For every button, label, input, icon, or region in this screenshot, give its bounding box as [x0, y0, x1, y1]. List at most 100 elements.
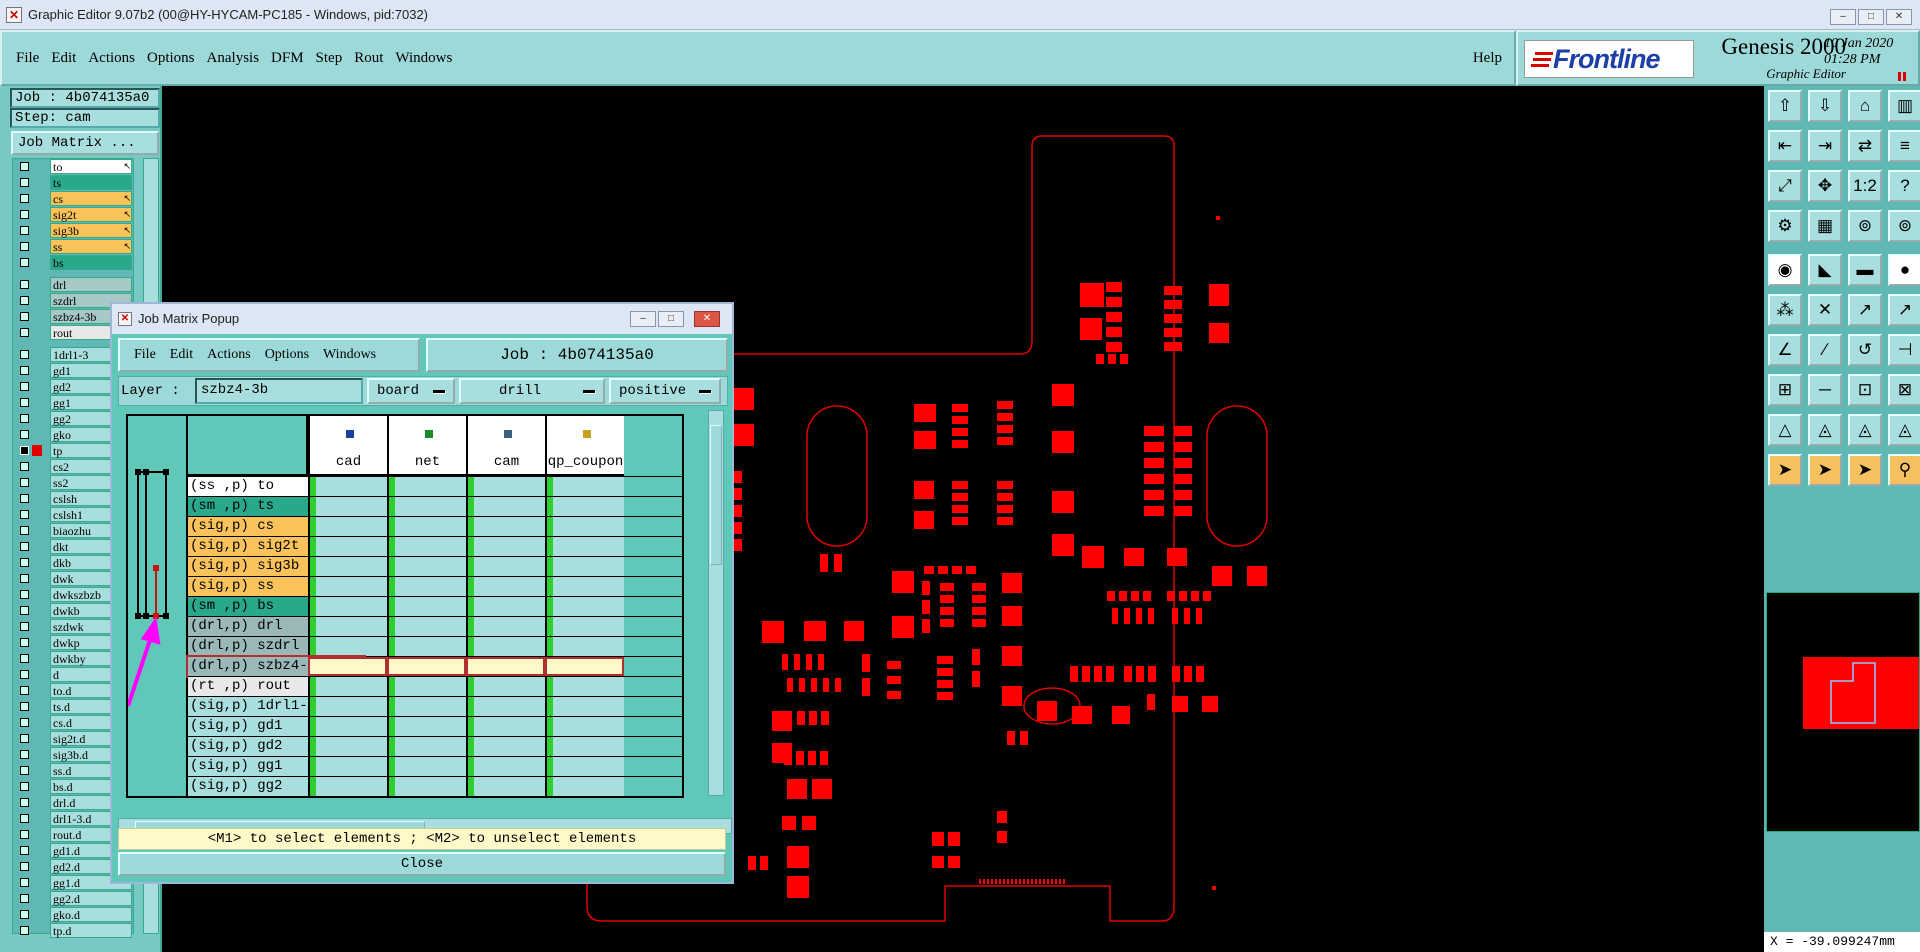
layer-checkbox[interactable]	[20, 382, 29, 391]
matrix-row[interactable]: (drl,p) szbz4-3b	[186, 655, 682, 678]
menu-rout[interactable]: Rout	[354, 49, 384, 66]
layer-checkbox[interactable]	[20, 510, 29, 519]
step-column-net[interactable]: net	[387, 416, 466, 476]
layer-name[interactable]: ts	[50, 175, 132, 190]
matrix-cell[interactable]	[387, 477, 466, 496]
menu-windows[interactable]: Windows	[395, 49, 453, 66]
tool-button[interactable]: ⁂	[1768, 294, 1802, 326]
layer-checkbox[interactable]	[20, 638, 29, 647]
matrix-cell[interactable]	[545, 477, 624, 496]
matrix-cell[interactable]	[308, 737, 387, 756]
layer-row[interactable]: cs↖	[13, 191, 135, 206]
tool-button[interactable]: ▥	[1888, 90, 1920, 122]
layer-checkbox[interactable]	[20, 654, 29, 663]
matrix-cell[interactable]	[545, 597, 624, 616]
tool-button[interactable]: ⇤	[1768, 130, 1802, 162]
layer-row[interactable]: ts	[13, 175, 135, 190]
matrix-cell[interactable]	[387, 717, 466, 736]
overview-minimap[interactable]	[1766, 592, 1920, 832]
matrix-cell[interactable]	[466, 757, 545, 776]
matrix-cell[interactable]	[466, 617, 545, 636]
layer-name[interactable]: ss	[50, 239, 132, 254]
minimize-button[interactable]: –	[1830, 9, 1856, 25]
matrix-cell[interactable]	[308, 557, 387, 576]
context-option[interactable]: board	[367, 378, 455, 404]
layer-checkbox[interactable]	[20, 350, 29, 359]
layer-checkbox[interactable]	[20, 574, 29, 583]
menu-file[interactable]: File	[16, 49, 40, 66]
tool-button[interactable]: ▦	[1808, 210, 1842, 242]
layer-checkbox[interactable]	[20, 414, 29, 423]
tool-button[interactable]: ➤	[1848, 454, 1882, 486]
matrix-cell[interactable]	[545, 737, 624, 756]
close-button-popup[interactable]: Close	[118, 852, 726, 876]
matrix-row[interactable]: (sig,p) gg2	[188, 776, 682, 796]
popup-menu-file[interactable]: File	[134, 347, 156, 362]
menu-options[interactable]: Options	[147, 49, 195, 66]
tool-button[interactable]: ✕	[1808, 294, 1842, 326]
layer-checkbox[interactable]	[20, 328, 29, 337]
matrix-cell[interactable]	[387, 617, 466, 636]
tool-button[interactable]: ⤢	[1768, 170, 1802, 202]
tool-button[interactable]: ⇩	[1808, 90, 1842, 122]
layer-row[interactable]: gko.d	[13, 907, 135, 922]
matrix-cell[interactable]	[387, 637, 466, 656]
matrix-cell[interactable]	[308, 657, 387, 676]
menu-actions[interactable]: Actions	[88, 49, 136, 66]
matrix-cell[interactable]	[466, 497, 545, 516]
tool-button[interactable]: ▬	[1848, 254, 1882, 286]
matrix-row[interactable]: (rt ,p) rout	[188, 676, 682, 696]
layer-checkbox[interactable]	[20, 178, 29, 187]
layer-checkbox[interactable]	[20, 798, 29, 807]
matrix-cell[interactable]	[387, 597, 466, 616]
tool-button[interactable]: ⊣	[1888, 334, 1920, 366]
tool-button[interactable]: ↺	[1848, 334, 1882, 366]
layer-checkbox[interactable]	[20, 542, 29, 551]
popup-minimize-button[interactable]: –	[630, 311, 656, 327]
popup-menu-options[interactable]: Options	[264, 347, 310, 362]
matrix-cell[interactable]	[466, 677, 545, 696]
layer-checkbox[interactable]	[20, 430, 29, 439]
layer-checkbox[interactable]	[20, 878, 29, 887]
matrix-cell[interactable]	[387, 777, 466, 796]
maximize-button[interactable]: □	[1858, 9, 1884, 25]
close-button[interactable]: ✕	[1886, 9, 1912, 25]
matrix-cell[interactable]	[545, 517, 624, 536]
layer-checkbox[interactable]	[20, 462, 29, 471]
matrix-cell[interactable]	[387, 537, 466, 556]
matrix-cell[interactable]	[466, 577, 545, 596]
tool-button[interactable]: ?	[1888, 170, 1920, 202]
tool-button[interactable]: ⚙	[1768, 210, 1802, 242]
tool-button[interactable]: ⊚	[1848, 210, 1882, 242]
matrix-row[interactable]: (sig,p) sig3b	[188, 556, 682, 576]
tool-button[interactable]: △	[1768, 414, 1802, 446]
matrix-cell[interactable]	[308, 597, 387, 616]
tool-button[interactable]: ↗	[1848, 294, 1882, 326]
tool-button[interactable]: ⇄	[1848, 130, 1882, 162]
layer-row[interactable]: gg2.d	[13, 891, 135, 906]
layer-name[interactable]: sig3b	[50, 223, 132, 238]
tool-button[interactable]: ⚲	[1888, 454, 1920, 486]
layer-checkbox[interactable]	[20, 766, 29, 775]
matrix-cell[interactable]	[466, 517, 545, 536]
layer-checkbox[interactable]	[20, 194, 29, 203]
popup-close-x-button[interactable]: ✕	[694, 311, 720, 327]
menu-step[interactable]: Step	[315, 49, 343, 66]
tool-button[interactable]: ◣	[1808, 254, 1842, 286]
layer-row[interactable]: sig2t↖	[13, 207, 135, 222]
tool-button[interactable]: ◬	[1848, 414, 1882, 446]
layer-checkbox[interactable]	[20, 162, 29, 171]
layer-checkbox[interactable]	[20, 670, 29, 679]
layer-checkbox[interactable]	[20, 296, 29, 305]
matrix-vertical-scrollbar[interactable]	[708, 410, 724, 796]
layer-name[interactable]: gg2.d	[50, 891, 132, 906]
matrix-cell[interactable]	[466, 777, 545, 796]
matrix-row[interactable]: (sig,p) sig2t	[188, 536, 682, 556]
matrix-cell[interactable]	[545, 677, 624, 696]
matrix-cell[interactable]	[308, 697, 387, 716]
tool-button[interactable]: ∕	[1808, 334, 1842, 366]
matrix-row[interactable]: (drl,p) szdrl	[188, 636, 682, 656]
matrix-cell[interactable]	[466, 477, 545, 496]
layer-name[interactable]: bs	[50, 255, 132, 270]
